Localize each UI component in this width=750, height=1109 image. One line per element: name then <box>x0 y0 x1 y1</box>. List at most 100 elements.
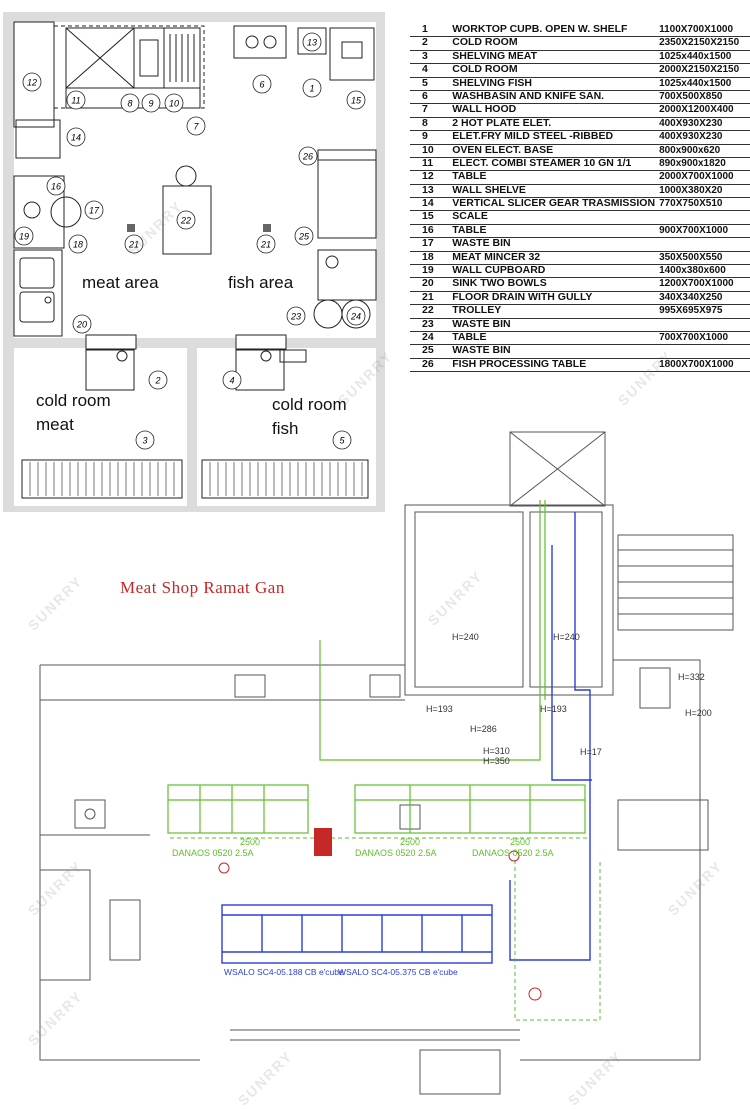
equipment-dimensions: 800x900x620 <box>657 144 750 158</box>
blue-counters <box>221 512 592 964</box>
equipment-number: 5 <box>410 77 451 91</box>
floor-drain-icon <box>263 224 271 232</box>
dim-label: 2500 <box>400 837 420 847</box>
equipment-number: 17 <box>410 238 451 252</box>
svg-text:25: 25 <box>298 232 310 242</box>
svg-text:22: 22 <box>180 216 191 226</box>
equipment-dimensions: 890x900x1820 <box>657 157 750 172</box>
equipment-marker: 11 <box>66 90 86 110</box>
equipment-number: 9 <box>410 130 451 145</box>
equipment-marker: 15 <box>346 90 366 110</box>
svg-text:23: 23 <box>290 312 301 322</box>
svg-text:15: 15 <box>351 96 362 106</box>
svg-text:18: 18 <box>73 240 83 250</box>
svg-text:12: 12 <box>27 78 37 88</box>
equipment-dimensions: 1100X700X1000 <box>657 24 750 38</box>
wall-hood <box>53 25 205 109</box>
equipment-marker: 25 <box>294 226 314 246</box>
green-counters <box>167 500 586 834</box>
equipment-marker: 2 <box>148 370 168 390</box>
svg-text:7: 7 <box>193 122 199 132</box>
equipment-dimensions: 2000X1200X400 <box>657 103 750 118</box>
top-floor-plan: meat area fish area cold room meat cold … <box>3 12 385 512</box>
equipment-dimensions: 400X930X230 <box>657 130 750 145</box>
equipment-name: OVEN ELECT. BASE <box>450 144 658 158</box>
equipment-marker: 13 <box>302 32 322 52</box>
equipment-name: COLD ROOM <box>450 37 658 51</box>
svg-text:3: 3 <box>142 436 147 446</box>
equipment-name: SHELVING MEAT <box>450 50 658 65</box>
height-label: H=193 <box>426 704 453 714</box>
equipment-number: 21 <box>410 291 451 306</box>
equipment-name: WORKTOP CUPB. OPEN W. SHELF <box>450 24 658 38</box>
equipment-dimensions: 995X695X975 <box>657 304 750 319</box>
equipment-number: 24 <box>410 331 451 346</box>
floor-drain-icon <box>127 224 135 232</box>
dim-label: 2500 <box>510 837 530 847</box>
svg-text:5: 5 <box>339 436 345 446</box>
equipment-dimensions: 2000X2150X2150 <box>657 63 750 78</box>
equipment-name: ELET.FRY MILD STEEL -RIBBED <box>450 130 658 145</box>
svg-text:4: 4 <box>229 376 234 386</box>
height-label: H=193 <box>540 704 567 714</box>
height-label: H=17 <box>580 747 602 757</box>
equipment-number: 22 <box>410 305 451 319</box>
equipment-name: TABLE <box>450 331 658 346</box>
equipment-name: FISH PROCESSING TABLE <box>450 358 658 373</box>
equipment-number: 14 <box>410 197 451 212</box>
equipment-name: 2 HOT PLATE ELET. <box>450 117 658 132</box>
equipment-marker: 24 <box>346 306 366 326</box>
condenser-box <box>509 431 606 507</box>
height-label: H=310 <box>483 746 510 756</box>
equipment-marker: 7 <box>186 116 206 136</box>
equipment-name: TABLE <box>450 224 658 239</box>
equipment-name: MEAT MINCER 32 <box>450 251 658 266</box>
equipment-number: 25 <box>410 345 451 359</box>
equipment-dimensions: 1200X700X1000 <box>657 277 750 292</box>
svg-text:14: 14 <box>71 133 81 143</box>
equipment-marker: 4 <box>222 370 242 390</box>
equipment-name: TROLLEY <box>450 305 658 319</box>
equipment-dimensions: 2000X700X1000 <box>657 170 750 185</box>
equipment-name: WASTE BIN <box>450 318 658 332</box>
equipment-number: 3 <box>410 50 451 65</box>
equipment-marker: 6 <box>252 74 272 94</box>
height-label: H=240 <box>452 632 479 642</box>
equipment-number: 23 <box>410 318 451 332</box>
equipment-number: 2 <box>410 37 451 51</box>
equipment-name: WASTE BIN <box>450 238 658 252</box>
svg-text:13: 13 <box>307 38 317 48</box>
model-label: WSALO SC4-05.375 CB e'cube <box>338 967 458 977</box>
equipment-dimensions: 1800X700X1000 <box>657 358 750 373</box>
svg-text:2: 2 <box>154 376 160 386</box>
equipment-marker: 17 <box>84 200 104 220</box>
equipment-marker: 18 <box>68 234 88 254</box>
equipment-number: 10 <box>410 144 451 158</box>
cold-room-fish-label: cold room <box>272 395 347 414</box>
svg-text:1: 1 <box>309 84 314 94</box>
svg-text:21: 21 <box>128 240 139 250</box>
equipment-dimensions: 1025x440x1500 <box>657 77 750 91</box>
equipment-name: TABLE <box>450 171 658 185</box>
cold-room-divider <box>187 338 197 506</box>
equipment-number: 13 <box>410 184 451 199</box>
equipment-marker: 1 <box>302 78 322 98</box>
equipment-marker: 3 <box>135 430 155 450</box>
equipment-name: WALL CUPBOARD <box>450 264 658 279</box>
equipment-name: WALL SHELVE <box>450 184 658 199</box>
svg-text:24: 24 <box>350 312 361 322</box>
equipment-number: 4 <box>410 64 451 78</box>
equipment-dimensions: 700X700X1000 <box>657 331 750 346</box>
